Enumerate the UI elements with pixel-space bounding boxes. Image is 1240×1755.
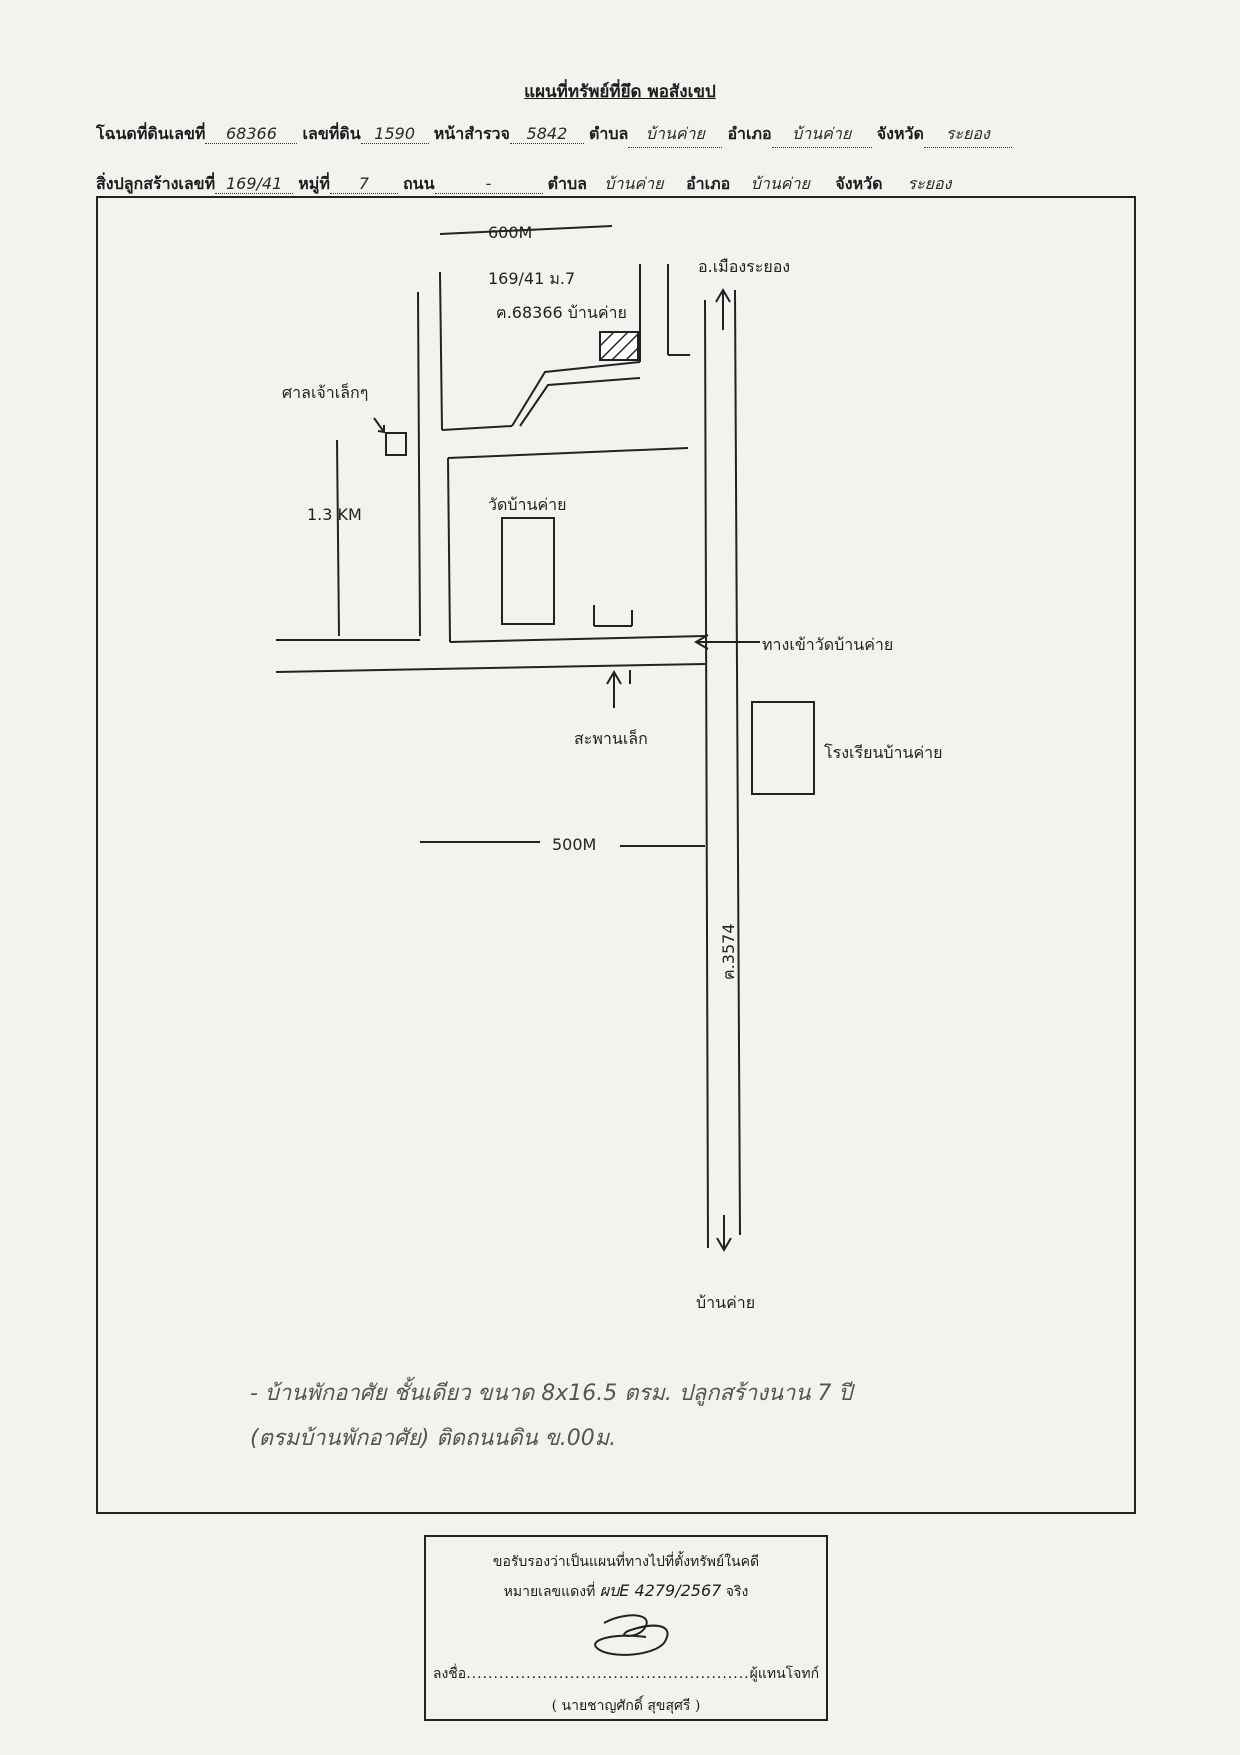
cert-sign-line: ลงชื่อ..................................… — [426, 1663, 826, 1685]
label-shrine: ศาลเจ้าเล็กๆ — [282, 382, 368, 402]
building-province-label: จังหวัด — [835, 174, 883, 193]
label-school: โรงเรียนบ้านค่าย — [824, 743, 943, 762]
deed-number: 68366 — [205, 124, 298, 144]
cert-signer-name: ( นายชาญศักดิ์ สุขสุศรี ) — [551, 1698, 701, 1714]
certification-box: ขอรับรองว่าเป็นแผนที่ทางไปที่ตั้งทรัพย์ใ… — [424, 1535, 828, 1721]
moo-number: 7 — [329, 174, 398, 194]
shrine-symbol — [385, 432, 407, 456]
cert-sign-label: ลงชื่อ — [432, 1666, 467, 1682]
building-number: 169/41 — [215, 174, 294, 194]
cert-case-number: ผบE 4279/2567 — [599, 1581, 722, 1600]
land-number: 1590 — [360, 124, 429, 144]
building-info-line: สิ่งปลูกสร้างเลขที่169/41 หมู่ที่7 ถนน- … — [96, 172, 1146, 198]
label-to-rayong: อ.เมืองระยอง — [698, 257, 790, 276]
land-tambon: บ้านค่าย — [628, 122, 723, 148]
land-amphoe: บ้านค่าย — [771, 122, 872, 148]
label-property-deed: ฅ.68366 บ้านค่าย — [496, 303, 627, 322]
document-title: แผนที่ทรัพย์ที่ยึด พอสังเขป — [524, 82, 716, 102]
land-province: ระยอง — [923, 122, 1012, 148]
property-note-line2: (ตรมบ้านพักอาศัย) ติดถนนดิน ข.00ม. — [250, 1426, 617, 1451]
survey-number: 5842 — [509, 124, 584, 144]
main-road-left-edge — [704, 299, 709, 1249]
cert-true-label: จริง — [725, 1584, 749, 1600]
cert-statement: ขอรับรองว่าเป็นแผนที่ทางไปที่ตั้งทรัพย์ใ… — [492, 1554, 760, 1570]
building-tambon-label: ตำบล — [547, 174, 587, 193]
main-road-right-edge — [734, 289, 741, 1236]
label-temple: วัดบ้านค่าย — [488, 495, 567, 514]
label-to-bankhai: บ้านค่าย — [696, 1293, 755, 1312]
top-block-left-edge — [439, 271, 443, 431]
road-label: ถนน — [402, 174, 435, 193]
building-amphoe-label: อำเภอ — [686, 174, 731, 193]
temple-block-top — [447, 447, 689, 459]
building-no-label: สิ่งปลูกสร้างเลขที่ — [96, 174, 216, 193]
property-note-line1: - บ้านพักอาศัย ชั้นเดียว ขนาด 8x16.5 ตรม… — [250, 1381, 853, 1406]
label-property-address: 169/41 ม.7 — [488, 269, 575, 288]
property-building — [599, 331, 639, 361]
soi-upper-edge — [511, 361, 641, 427]
label-500m: 500M — [552, 835, 596, 854]
signature-mark — [594, 1614, 669, 1656]
map-frame — [96, 196, 1136, 1514]
road-name: - — [434, 174, 543, 194]
deed-label: โฉนดที่ดินเลขที่ — [96, 124, 206, 143]
land-tambon-label: ตำบล — [589, 124, 629, 143]
dimension-line-600m — [439, 225, 613, 235]
cert-case-line: หมายเลขแดงที่ ผบE 4279/2567 จริง — [426, 1579, 826, 1604]
label-bridge: สะพานเล็ก — [574, 728, 648, 748]
cert-case-label: หมายเลขแดงที่ — [503, 1584, 596, 1600]
school-building — [751, 701, 815, 795]
temple-building — [501, 517, 555, 625]
survey-label: หน้าสำรวจ — [433, 124, 510, 143]
label-600m: 600M — [488, 223, 532, 242]
cert-role: ผู้แทนโจทก์ — [749, 1666, 820, 1682]
land-province-label: จังหวัด — [876, 124, 924, 143]
cert-sign-dots: ........................................… — [466, 1666, 750, 1682]
south-arrowhead — [716, 1237, 732, 1252]
dimension-line-1-3km — [336, 439, 340, 637]
land-amphoe-label: อำเภอ — [727, 124, 772, 143]
soi-lower-edge — [519, 377, 641, 427]
label-1-3km: 1.3 KM — [307, 505, 362, 524]
label-road-number: ฅ.3574 — [719, 923, 738, 980]
moo-label: หมู่ที่ — [298, 174, 330, 193]
side-road-bottom-edge — [275, 663, 706, 673]
land-no-label: เลขที่ดิน — [302, 124, 361, 143]
label-temple-entrance: ทางเข้าวัดบ้านค่าย — [762, 635, 893, 654]
north-arrowhead — [715, 288, 731, 303]
